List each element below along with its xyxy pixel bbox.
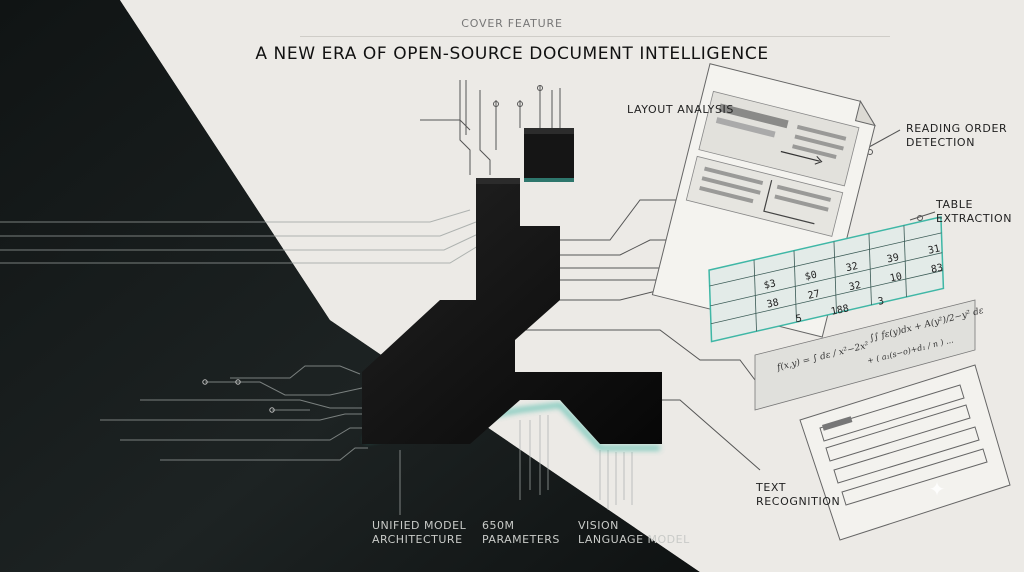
- callout-table-extraction: TABLE EXTRACTION: [936, 198, 1013, 225]
- cover-title: A NEW ERA OF OPEN-SOURCE DOCUMENT INTELL…: [255, 44, 769, 64]
- callout-layout-analysis: LAYOUT ANALYSIS: [627, 103, 734, 116]
- formula-card: [754, 299, 976, 411]
- callout-text-recognition: TEXT RECOGNITION: [756, 481, 841, 508]
- small-cube: [524, 128, 574, 182]
- model-block: [362, 178, 662, 444]
- callout-reading-order: READING ORDER DETECTION: [906, 122, 1008, 149]
- header-divider: [300, 36, 890, 37]
- text-card: [799, 364, 1011, 541]
- data-table: [708, 216, 945, 343]
- bottom-connector-lines: [399, 415, 633, 515]
- sparkle-icon: ✦: [928, 477, 946, 501]
- dark-panel: [0, 0, 700, 572]
- left-circuit-lines: [0, 209, 479, 461]
- fact-parameters: 650M PARAMETERS: [482, 519, 560, 546]
- top-circuit-lines: [420, 80, 561, 175]
- cover-kicker: COVER FEATURE: [461, 17, 563, 30]
- fact-vlm: VISION LANGUAGE MODEL: [578, 519, 690, 546]
- fact-unified-model: UNIFIED MODEL ARCHITECTURE: [372, 519, 467, 546]
